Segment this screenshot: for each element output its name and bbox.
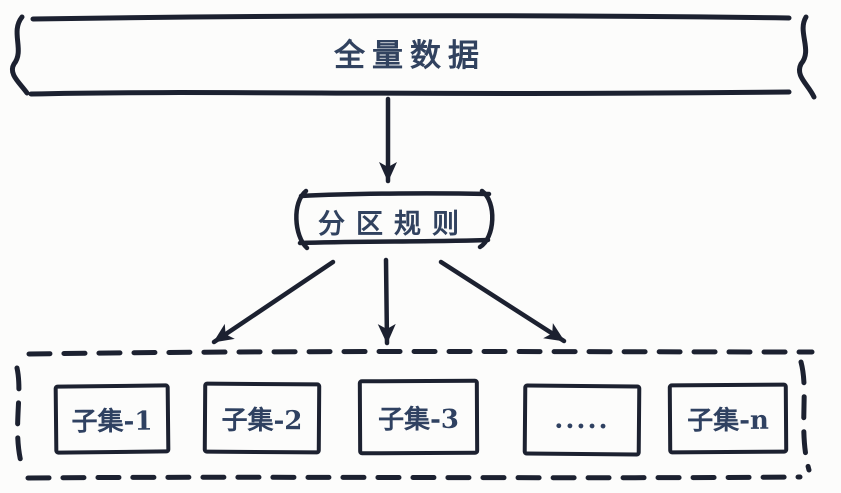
full-data-label: 全量数据 xyxy=(334,38,486,74)
subset-box-1: 子集-1 xyxy=(53,383,171,455)
fan-arrows xyxy=(211,257,567,346)
subset-ellipsis-label: ..... xyxy=(554,404,610,436)
subset-box-n: 子集-n xyxy=(667,382,789,455)
arrow-rule-to-right xyxy=(438,259,567,344)
arrow-rule-to-middle xyxy=(377,257,396,346)
right-squiggle xyxy=(797,14,817,100)
partition-rule-box-border xyxy=(294,188,495,251)
subset-1-label: 子集-1 xyxy=(71,406,153,437)
left-squiggle xyxy=(10,14,30,96)
partition-rule-label: 分区规则 xyxy=(318,209,470,240)
subset-2-label: 子集-2 xyxy=(221,405,303,436)
full-data-band-border xyxy=(10,13,817,100)
subset-box-3: 子集-3 xyxy=(357,378,480,456)
subsets-dashed-container xyxy=(14,349,815,481)
subset-3-label: 子集-3 xyxy=(377,404,460,435)
arrow-rule-to-left xyxy=(211,259,336,345)
subset-box-2: 子集-2 xyxy=(202,381,322,455)
subset-box-ellipsis: ..... xyxy=(522,383,642,457)
subset-n-label: 子集-n xyxy=(687,405,769,437)
